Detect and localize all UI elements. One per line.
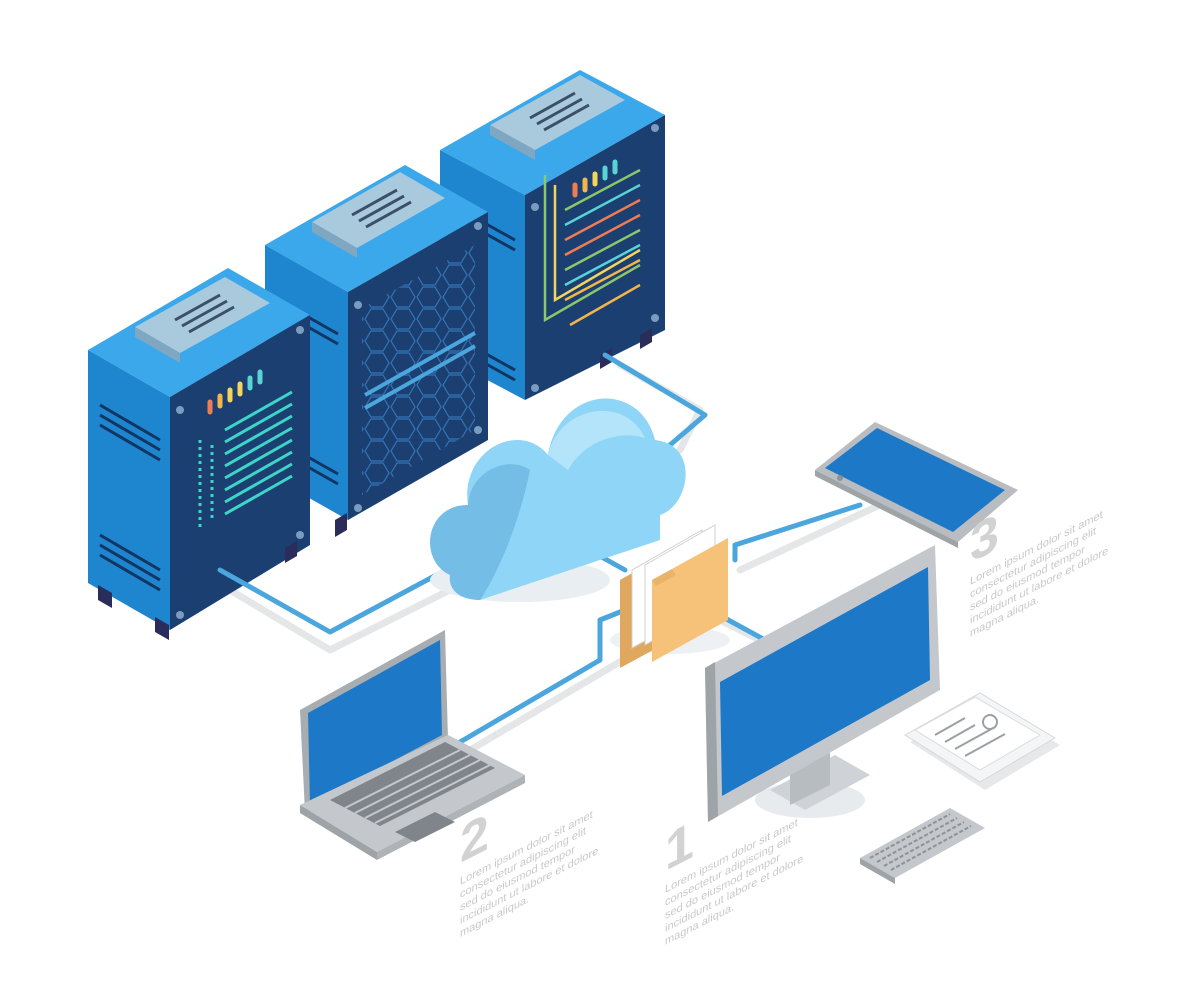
server-1 [88, 268, 310, 640]
monitor-icon [705, 545, 940, 822]
laptop-icon [300, 630, 525, 860]
folder-icon [610, 524, 730, 668]
tablet-icon [815, 422, 1018, 548]
cloud-icon [430, 398, 686, 602]
document-icon [904, 692, 1060, 790]
keyboard-icon [860, 808, 985, 884]
